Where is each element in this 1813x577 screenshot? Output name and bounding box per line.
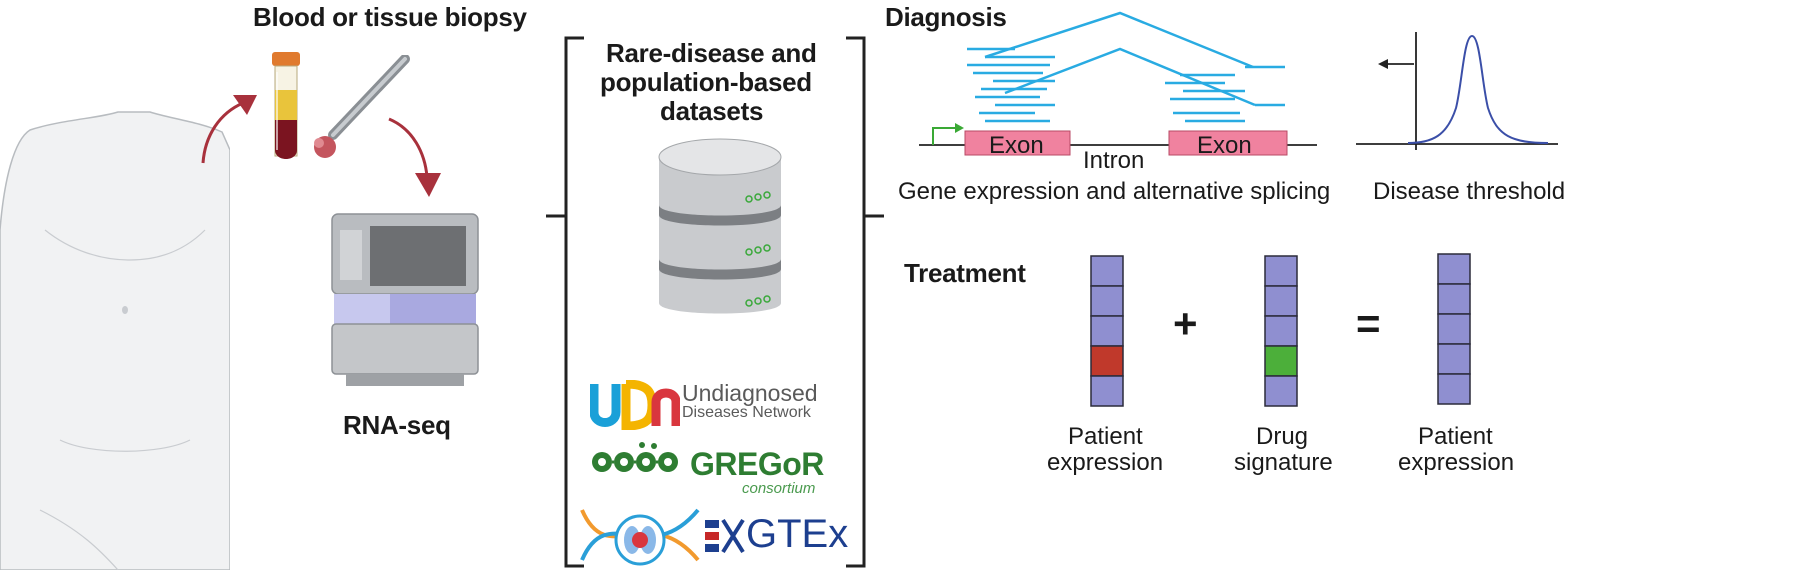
threshold-plot [1356, 32, 1558, 150]
gtex-mark-icon [705, 518, 745, 554]
sample-title: Blood or tissue biopsy [253, 2, 527, 32]
gregor-molecule-icon [592, 442, 678, 472]
biopsy-forceps-icon [314, 55, 410, 158]
udn-line2: Diseases Network [682, 404, 811, 421]
splicing-diagram [919, 11, 1317, 156]
intron-label: Intron [1083, 147, 1145, 174]
patient-expression-matrix [1090, 255, 1124, 407]
drug-signature-matrix [1264, 255, 1298, 407]
udn-logo [590, 380, 680, 430]
gregor-sub: consortium [742, 480, 816, 497]
database-icon [658, 138, 782, 314]
datasets-title-line2: population-based [600, 67, 812, 97]
dna-organ-logo [580, 508, 700, 566]
threshold-caption: Disease threshold [1373, 178, 1566, 205]
gtex-name: GTEx [746, 512, 849, 556]
col1-line2: expression [1047, 449, 1164, 476]
exon-left-label: Exon [989, 132, 1044, 159]
sequencer-icon [331, 213, 479, 386]
udn-line1: Undiagnosed [682, 380, 818, 406]
corrected-expression-matrix [1437, 253, 1471, 405]
col2-line1: Drug [1256, 423, 1309, 450]
splicing-caption: Gene expression and alternative splicing [898, 178, 1331, 205]
sequencer-label: RNA-seq [343, 410, 451, 440]
diagnosis-title: Diagnosis [885, 2, 1007, 32]
gregor-name: GREGoR [690, 446, 824, 482]
human-body-icon [0, 111, 230, 570]
datasets-title-line3: datasets [660, 96, 764, 126]
curved-arrow-to-sequencer [388, 117, 441, 197]
col1-line1: Patient [1068, 423, 1143, 450]
datasets-title-line1: Rare-disease and [606, 38, 817, 68]
treatment-title: Treatment [904, 258, 1026, 288]
col3-line1: Patient [1418, 423, 1493, 450]
equals-sign: = [1356, 300, 1381, 347]
col2-line2: signature [1234, 449, 1333, 476]
curved-arrow-to-tube [201, 95, 257, 164]
datasets-bracket [546, 36, 884, 568]
exon-right-label: Exon [1197, 132, 1252, 159]
plus-sign: + [1173, 300, 1198, 347]
blood-tube-icon [272, 52, 300, 159]
col3-line2: expression [1398, 449, 1515, 476]
